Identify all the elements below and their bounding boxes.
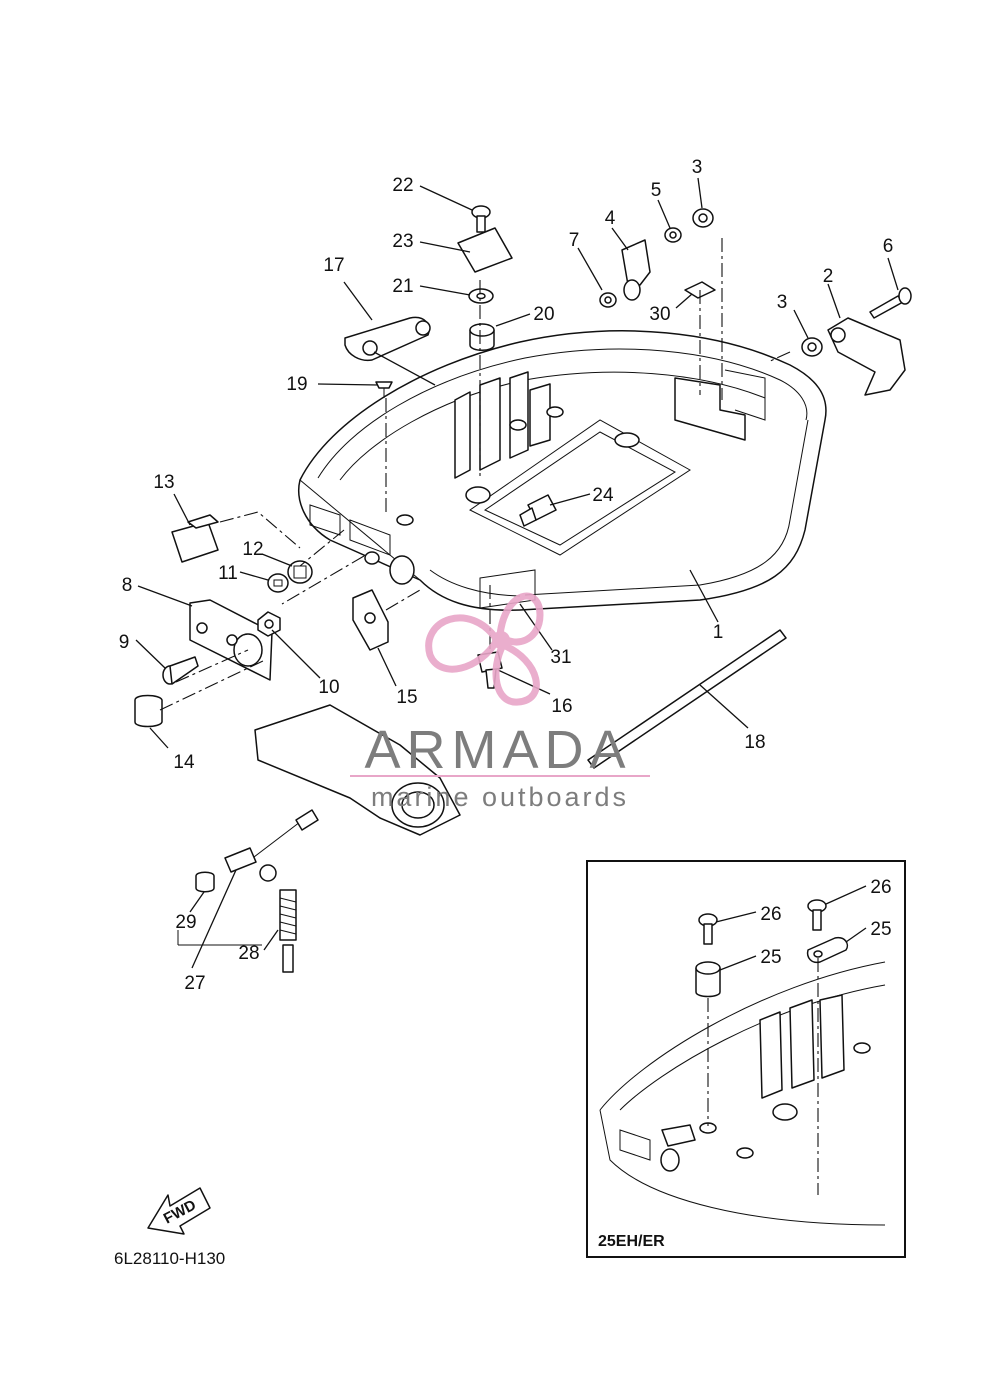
callout-15: 15 — [396, 687, 417, 708]
callout-1: 1 — [713, 622, 724, 643]
part-drawings — [134, 205, 912, 973]
callout-4: 4 — [605, 208, 616, 229]
callout-18: 18 — [744, 732, 765, 753]
callout-3-top: 3 — [692, 157, 703, 178]
callout-14: 14 — [173, 752, 195, 773]
callout-7: 7 — [569, 230, 580, 251]
propeller-logo-icon — [425, 592, 544, 706]
callout-3-right: 3 — [777, 292, 788, 313]
watermark-tagline: marine outboards — [371, 782, 629, 812]
callout-27: 27 — [184, 973, 205, 994]
callout-22: 22 — [392, 175, 413, 196]
callout-26-left: 26 — [760, 904, 781, 925]
callout-11: 11 — [218, 563, 238, 584]
part-code: 6L28110-H130 — [114, 1249, 225, 1268]
callout-17: 17 — [323, 255, 344, 276]
callout-16: 16 — [551, 696, 572, 717]
inset-title: 25EH/ER — [598, 1233, 665, 1250]
leader-lines — [135, 177, 899, 969]
callout-8: 8 — [122, 575, 133, 596]
callout-24: 24 — [592, 485, 614, 506]
callout-labels: 1 2 3 3 4 5 6 7 8 9 10 11 12 13 14 15 16… — [119, 157, 894, 994]
callout-21: 21 — [392, 276, 413, 297]
callout-10: 10 — [318, 677, 339, 698]
callout-28: 28 — [238, 943, 259, 964]
callout-26-right: 26 — [870, 877, 891, 898]
callout-19: 19 — [286, 374, 307, 395]
callout-31: 31 — [550, 647, 571, 668]
callout-20: 20 — [533, 304, 554, 325]
callout-5: 5 — [651, 180, 662, 201]
armada-watermark: ARMADA marine outboards — [350, 592, 650, 812]
fwd-arrow-icon: FWD — [147, 1187, 211, 1235]
inset-25eh-er — [586, 860, 906, 1258]
callout-9: 9 — [119, 632, 130, 653]
callout-29: 29 — [175, 912, 196, 933]
callout-13: 13 — [153, 472, 174, 493]
bottom-cowling-drawing — [298, 330, 827, 611]
callout-30: 30 — [649, 304, 670, 325]
callout-6: 6 — [883, 236, 894, 257]
watermark-brand: ARMADA — [364, 720, 631, 780]
callout-23: 23 — [392, 231, 413, 252]
callout-12: 12 — [242, 539, 263, 560]
callout-25-right: 25 — [870, 919, 891, 940]
callout-25-left: 25 — [760, 947, 781, 968]
callout-2: 2 — [823, 266, 834, 287]
